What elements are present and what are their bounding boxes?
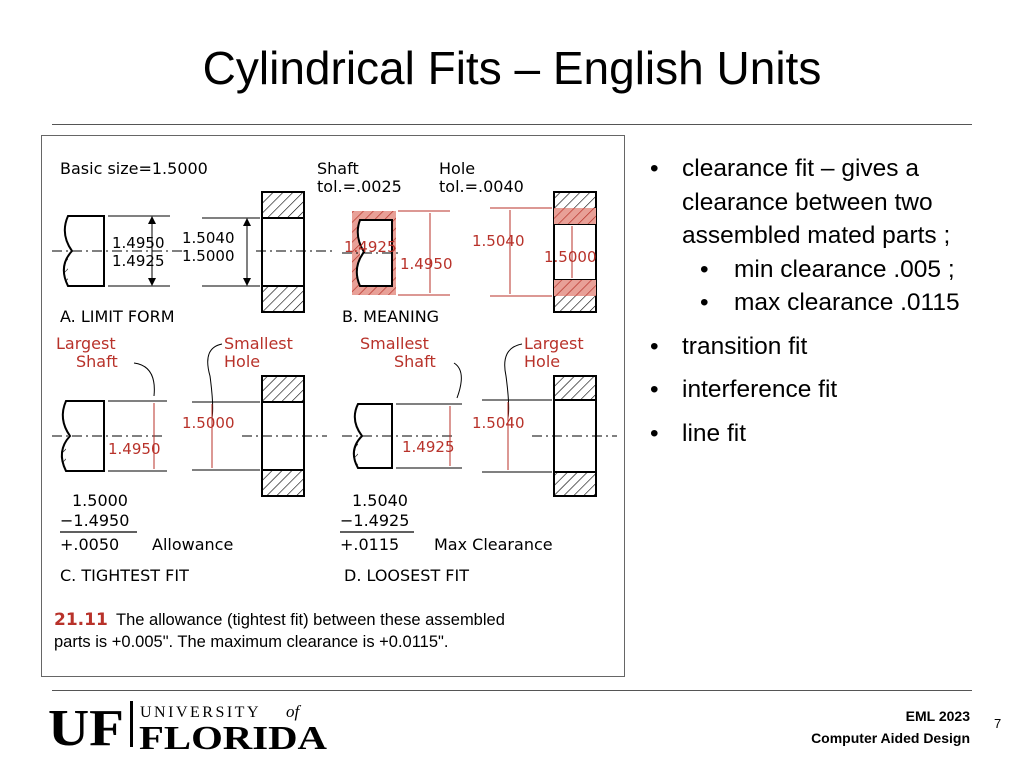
b-hole-max: 1.5040 xyxy=(472,232,525,250)
smallest-hole-line2: Hole xyxy=(224,352,260,371)
logo-of: of xyxy=(286,702,302,721)
caption-c: C. TIGHTEST FIT xyxy=(60,566,189,585)
a-hole-min: 1.5000 xyxy=(182,247,235,265)
slide-title: Cylindrical Fits – English Units xyxy=(202,42,822,94)
panel-c-hole: 1.5000 xyxy=(182,375,327,497)
bullet-interference-fit: interference fit xyxy=(648,373,978,407)
b-shaft-max: 1.4950 xyxy=(400,255,453,273)
b-shaft-min: 1.4925 xyxy=(344,238,397,256)
sub-bullet-max-clearance: max clearance .0115 xyxy=(648,286,978,320)
hole-tol-label: Hole xyxy=(439,159,475,178)
logo-uf-letters: UF xyxy=(48,700,124,755)
panel-b-hole: 1.5040 1.5000 xyxy=(472,191,597,313)
sub-bullet-min-clearance: min clearance .005 ; xyxy=(648,253,978,287)
caption-a: A. LIMIT FORM xyxy=(60,307,175,326)
a-shaft-min: 1.4925 xyxy=(112,252,165,270)
panel-d-hole: 1.5040 xyxy=(472,375,617,497)
bottom-divider xyxy=(52,690,972,691)
largest-shaft-line2: Shaft xyxy=(76,352,118,371)
figure-caption-line1: The allowance (tightest fit) between the… xyxy=(116,611,505,629)
b-hole-min: 1.5000 xyxy=(544,248,597,266)
bullet-clearance-fit: clearance fit – gives a clearance betwee… xyxy=(648,152,978,253)
basic-size-label: Basic size=1.5000 xyxy=(60,159,208,178)
bullet-line-fit: line fit xyxy=(648,417,978,451)
shaft-tol-value: tol.=.0025 xyxy=(317,177,402,196)
top-divider xyxy=(52,124,972,125)
panel-a-shaft: 1.4950 1.4925 xyxy=(52,215,182,287)
smallest-hole-line1: Smallest xyxy=(224,334,293,353)
smallest-shaft-line2: Shaft xyxy=(394,352,436,371)
uf-logo: UF UNIVERSITY of FLORIDA xyxy=(48,700,328,755)
c-hole-value: 1.5000 xyxy=(182,414,235,432)
d-hole-value: 1.5040 xyxy=(472,414,525,432)
logo-florida: FLORIDA xyxy=(139,720,328,755)
c-shaft-value: 1.4950 xyxy=(108,440,161,458)
logo-divider xyxy=(130,701,133,747)
d-shaft-value: 1.4925 xyxy=(402,438,455,456)
caption-b: B. MEANING xyxy=(342,307,439,326)
d-calc-line2: −1.4925 xyxy=(340,511,409,530)
c-calc-label: Allowance xyxy=(152,535,233,554)
page-number: 7 xyxy=(994,716,1002,731)
figure-panel: Basic size=1.5000 Shaft tol.=.0025 Hole … xyxy=(41,135,625,677)
bullet-transition-fit: transition fit xyxy=(648,330,978,364)
footer-course-info: EML 2023 Computer Aided Design xyxy=(811,705,970,749)
figure-caption-number: 21.11 xyxy=(54,610,108,630)
panel-a-hole: 1.5040 1.5000 xyxy=(182,191,332,313)
smallest-shaft-line1: Smallest xyxy=(360,334,429,353)
d-calc-line1: 1.5040 xyxy=(352,491,408,510)
figure-caption-line2: parts is +0.005". The maximum clearance … xyxy=(54,633,448,651)
hole-tol-value: tol.=.0040 xyxy=(439,177,524,196)
largest-hole-line2: Hole xyxy=(524,352,560,371)
cylindrical-fits-figure: Basic size=1.5000 Shaft tol.=.0025 Hole … xyxy=(52,159,617,651)
logo-university: UNIVERSITY xyxy=(140,704,261,721)
footer-course-name: Computer Aided Design xyxy=(811,730,970,746)
largest-hole-line1: Largest xyxy=(524,334,584,353)
caption-d: D. LOOSEST FIT xyxy=(344,566,469,585)
c-calc-line3: +.0050 xyxy=(60,535,119,554)
panel-b-shaft: 1.4925 1.4950 xyxy=(342,210,453,296)
shaft-tol-label: Shaft xyxy=(317,159,359,178)
a-shaft-max: 1.4950 xyxy=(112,234,165,252)
panel-c-shaft: 1.4950 xyxy=(52,400,167,472)
d-calc-line3: +.0115 xyxy=(340,535,399,554)
a-hole-max: 1.5040 xyxy=(182,229,235,247)
c-calc-line2: −1.4950 xyxy=(60,511,129,530)
footer-course-code: EML 2023 xyxy=(905,708,970,724)
d-calc-label: Max Clearance xyxy=(434,535,553,554)
largest-shaft-line1: Largest xyxy=(56,334,116,353)
bullet-list: clearance fit – gives a clearance betwee… xyxy=(648,152,978,450)
c-calc-line1: 1.5000 xyxy=(72,491,128,510)
panel-d-shaft: 1.4925 xyxy=(342,403,462,469)
